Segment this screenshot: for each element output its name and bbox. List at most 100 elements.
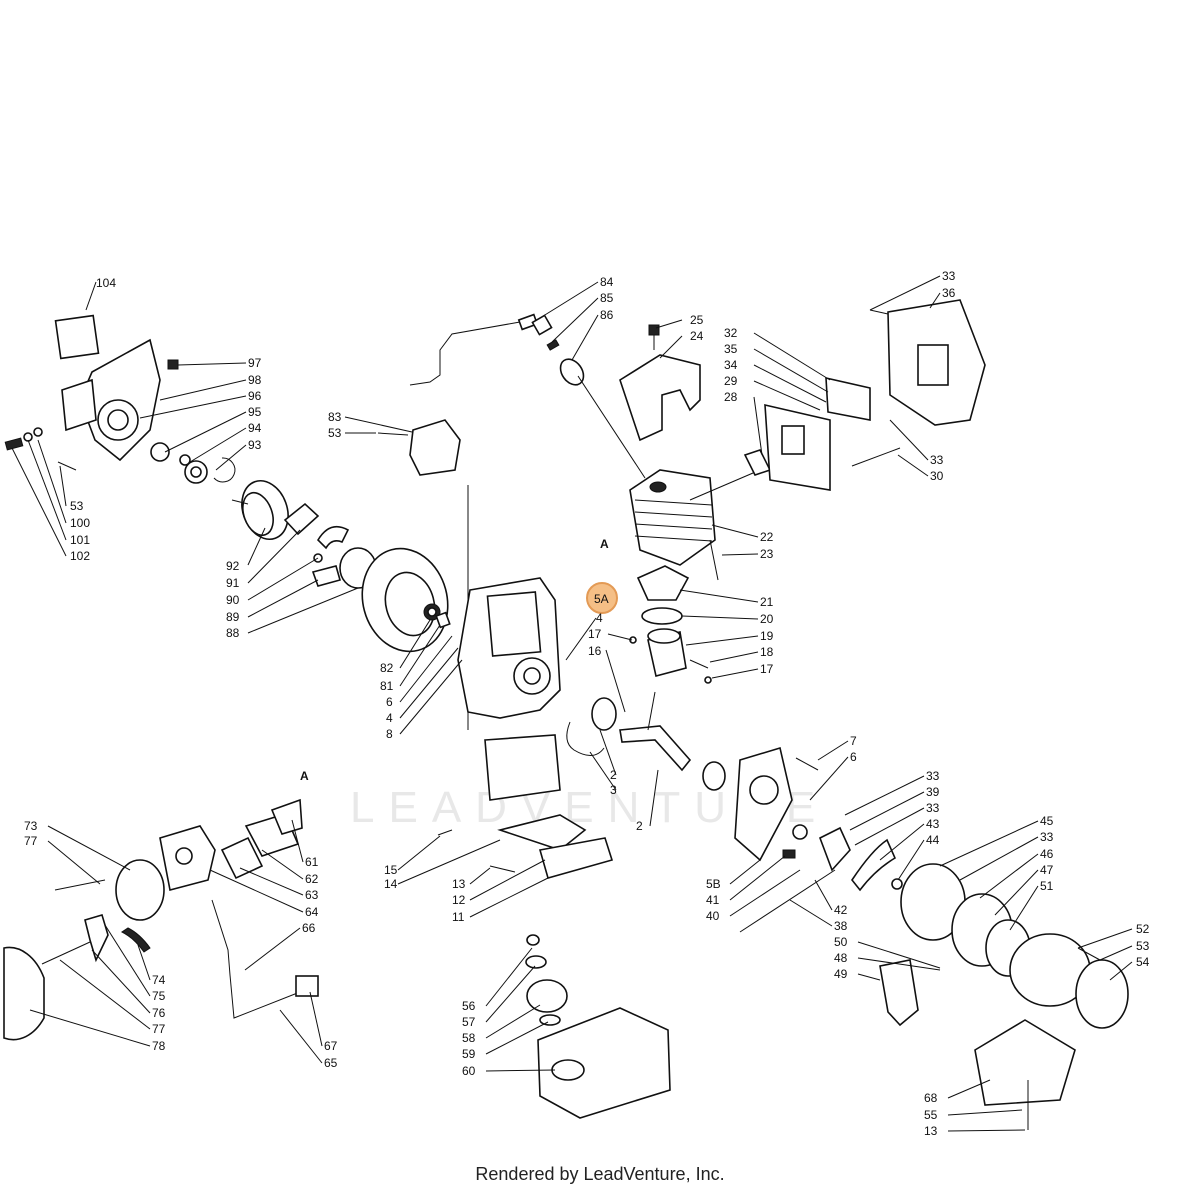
label-A-carb: A [300, 769, 309, 783]
label-53: 53 [70, 499, 84, 513]
label-77-bottom: 77 [152, 1022, 166, 1036]
label-32: 32 [724, 326, 738, 340]
label-18: 18 [760, 645, 774, 659]
label-17-left: 17 [588, 627, 602, 641]
label-52: 52 [1136, 922, 1150, 936]
label-35: 35 [724, 342, 738, 356]
callout-labels: 104 97 98 96 95 94 93 53 100 101 102 92 … [24, 269, 1150, 1138]
label-67: 67 [324, 1039, 338, 1053]
label-83: 83 [328, 410, 342, 424]
label-63: 63 [305, 888, 319, 902]
label-33-a: 33 [926, 769, 940, 783]
label-94: 94 [248, 421, 262, 435]
label-2-crank: 2 [636, 819, 643, 833]
label-41: 41 [706, 893, 720, 907]
label-53-ignition: 53 [328, 426, 342, 440]
label-51: 51 [1040, 879, 1054, 893]
label-2-bearing: 2 [610, 768, 617, 782]
label-77-top: 77 [24, 834, 38, 848]
label-60: 60 [462, 1064, 476, 1078]
label-49: 49 [834, 967, 848, 981]
callout-lines [11, 275, 1133, 1132]
label-85: 85 [600, 291, 614, 305]
label-50: 50 [834, 935, 848, 949]
label-23: 23 [760, 547, 774, 561]
label-4-center: 4 [596, 611, 603, 625]
label-55: 55 [924, 1108, 938, 1122]
label-43: 43 [926, 817, 940, 831]
label-19: 19 [760, 629, 774, 643]
label-38: 38 [834, 919, 848, 933]
label-95: 95 [248, 405, 262, 419]
label-13-bottom: 13 [924, 1124, 938, 1138]
label-25: 25 [690, 313, 704, 327]
label-A-cylinder: A [600, 537, 609, 551]
label-54: 54 [1136, 955, 1150, 969]
label-40: 40 [706, 909, 720, 923]
label-29: 29 [724, 374, 738, 388]
label-98: 98 [248, 373, 262, 387]
label-20: 20 [760, 612, 774, 626]
label-6-left: 6 [386, 695, 393, 709]
label-44: 44 [926, 833, 940, 847]
label-74: 74 [152, 973, 166, 987]
label-22: 22 [760, 530, 774, 544]
ignition-group [377, 313, 585, 730]
label-56: 56 [462, 999, 476, 1013]
label-7: 7 [850, 734, 857, 748]
label-65: 65 [324, 1056, 338, 1070]
label-12: 12 [452, 893, 466, 907]
label-73: 73 [24, 819, 38, 833]
cylinder-group [577, 299, 986, 684]
label-88: 88 [226, 626, 240, 640]
label-5A[interactable]: 5A [594, 592, 609, 606]
label-24: 24 [690, 329, 704, 343]
label-13-center: 13 [452, 877, 466, 891]
crankcase-group [437, 577, 819, 879]
fan-housing-group [4, 314, 236, 484]
label-91: 91 [226, 576, 240, 590]
label-61: 61 [305, 855, 319, 869]
label-53-right: 53 [1136, 939, 1150, 953]
carburetor-group [3, 798, 319, 1041]
label-89: 89 [226, 610, 240, 624]
label-97: 97 [248, 356, 262, 370]
label-6-right: 6 [850, 750, 857, 764]
label-33-top: 33 [942, 269, 956, 283]
label-39: 39 [926, 785, 940, 799]
label-42: 42 [834, 903, 848, 917]
label-5B: 5B [706, 877, 721, 891]
label-15: 15 [384, 863, 398, 877]
label-33-c: 33 [1040, 830, 1054, 844]
label-100: 100 [70, 516, 90, 530]
label-4-left: 4 [386, 711, 393, 725]
label-17-right: 17 [760, 662, 774, 676]
label-76: 76 [152, 1006, 166, 1020]
label-90: 90 [226, 593, 240, 607]
label-8: 8 [386, 727, 393, 741]
label-66: 66 [302, 921, 316, 935]
starter-group [739, 826, 1129, 1130]
label-102: 102 [70, 549, 90, 563]
label-30: 30 [930, 469, 944, 483]
label-78: 78 [152, 1039, 166, 1053]
label-47: 47 [1040, 863, 1054, 877]
label-33-muffler: 33 [930, 453, 944, 467]
label-45: 45 [1040, 814, 1054, 828]
label-68: 68 [924, 1091, 938, 1105]
label-11: 11 [452, 910, 465, 924]
label-84: 84 [600, 275, 614, 289]
footer-credit: Rendered by LeadVenture, Inc. [475, 1164, 725, 1184]
label-21: 21 [760, 595, 774, 609]
label-58: 58 [462, 1031, 476, 1045]
label-46: 46 [1040, 847, 1054, 861]
label-34: 34 [724, 358, 738, 372]
label-33-b: 33 [926, 801, 940, 815]
label-57: 57 [462, 1015, 476, 1029]
label-82: 82 [380, 661, 394, 675]
label-101: 101 [70, 533, 90, 547]
label-62: 62 [305, 872, 319, 886]
highlighted-part-marker[interactable] [586, 582, 618, 614]
label-14: 14 [384, 877, 398, 891]
